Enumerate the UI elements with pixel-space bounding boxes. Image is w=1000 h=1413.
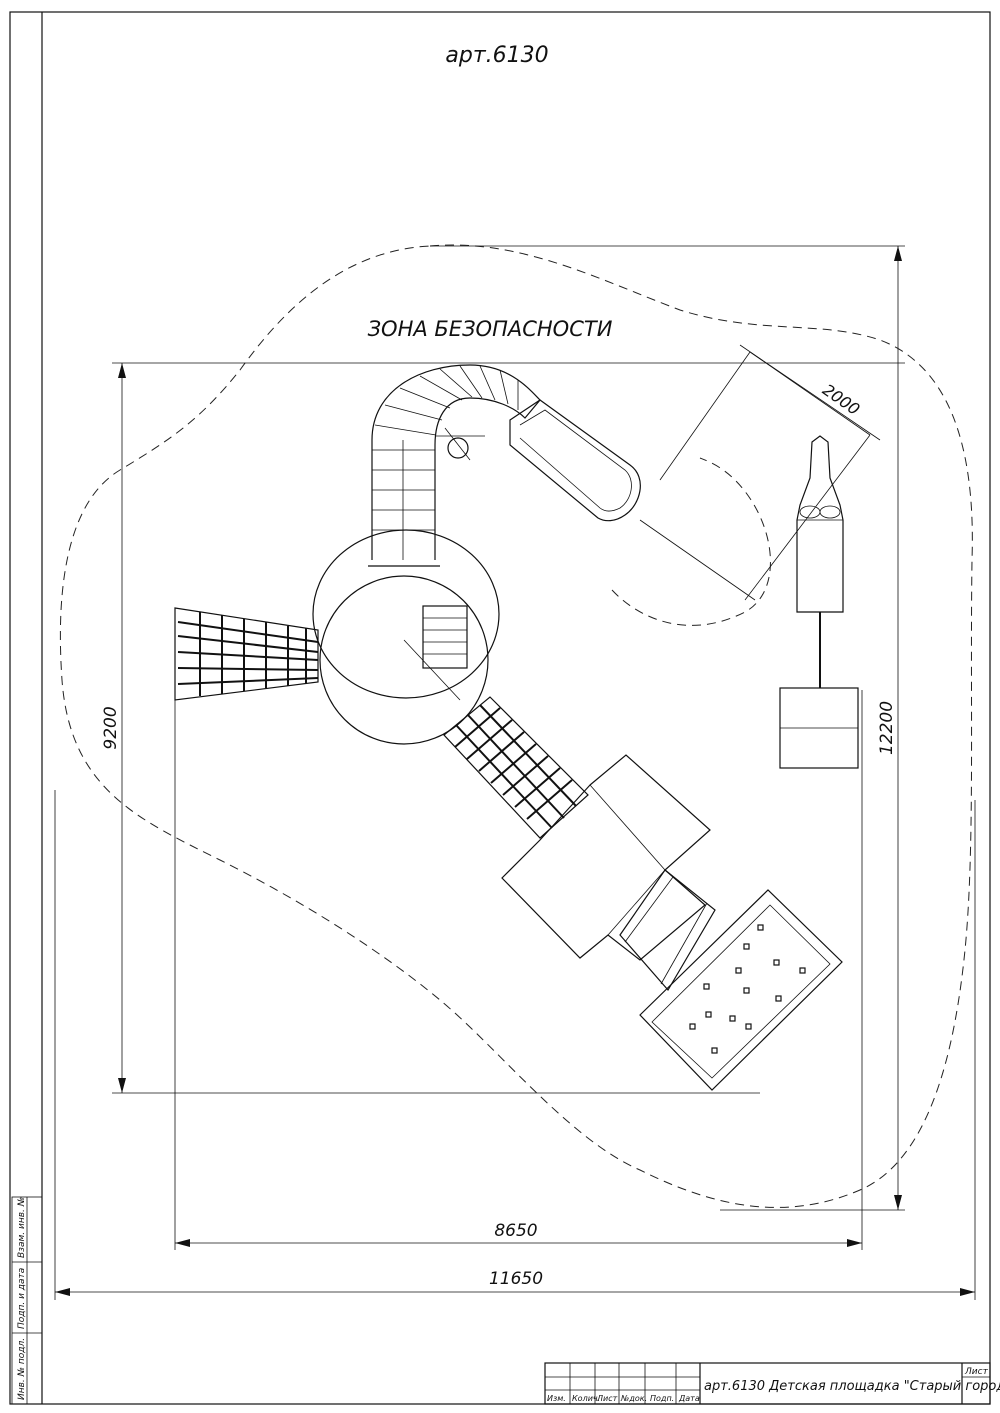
climbing-net <box>174 607 319 701</box>
safety-zone-label: ЗОНА БЕЗОПАСНОСТИ <box>368 317 613 341</box>
tb-sheet-label: Лист <box>964 1367 989 1377</box>
title-block <box>544 1362 991 1405</box>
round-tower <box>312 529 500 745</box>
outer-dimension-lines <box>54 245 976 1300</box>
stamp-cell-inventory: Инв. № подл. <box>17 1338 27 1400</box>
tb-col-date: Дата <box>678 1394 700 1403</box>
tb-col-sign: Подп. <box>650 1394 674 1403</box>
drawing-title: арт.6130 <box>445 43 548 68</box>
stamp-cell-sign: Подп. и дата <box>17 1268 27 1329</box>
swing <box>779 435 859 769</box>
slide-exit-zone-outline <box>611 457 771 626</box>
dim-outer-width: 11650 <box>489 1269 543 1289</box>
dim-inner-height: 9200 <box>101 706 121 749</box>
tb-col-doc: №док. <box>620 1394 647 1403</box>
net-tunnel <box>443 696 589 839</box>
tb-col-change: Изм. <box>547 1394 566 1403</box>
tb-col-count: Колич. <box>572 1394 600 1403</box>
inner-dimension-lines <box>112 362 905 1250</box>
tube-slide <box>371 364 641 560</box>
dim-slide-exit: 2000 <box>819 380 863 419</box>
tb-description: арт.6130 Детская площадка "Старый город" <box>704 1379 1000 1394</box>
bridge <box>619 869 716 992</box>
stamp-cell-replace: Взам. инв. № <box>17 1197 27 1258</box>
dim-inner-width: 8650 <box>494 1221 537 1241</box>
outer-frame <box>9 11 991 1405</box>
safety-zone-outline <box>59 244 973 1208</box>
side-stamp: Взам. инв. № Подп. и дата Инв. № подл. <box>11 1196 43 1405</box>
dim-outer-height: 12200 <box>877 701 897 755</box>
slide-exit-dimension <box>639 344 881 601</box>
tb-col-sheet: Лист <box>596 1394 618 1403</box>
climbing-wall <box>639 889 843 1091</box>
platform-block <box>501 754 711 961</box>
